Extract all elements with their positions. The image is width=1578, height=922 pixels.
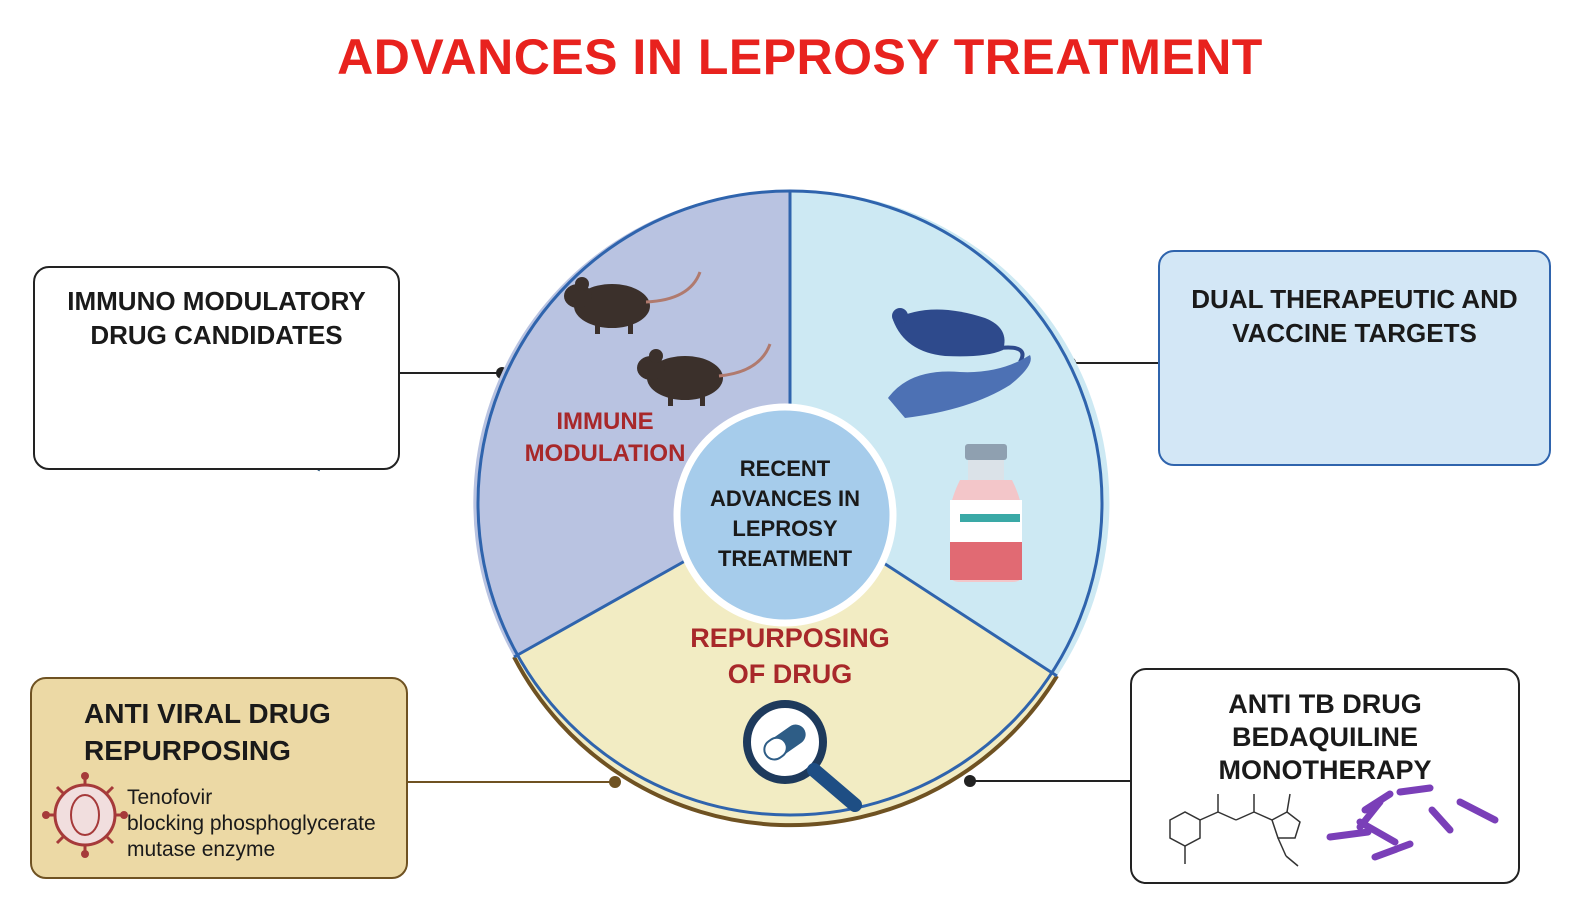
dual-targets-box: DUAL THERAPEUTIC AND VACCINE TARGETS xyxy=(1158,250,1551,466)
segment-label-drug-repurposing: REPURPOSING OF DRUG xyxy=(690,623,890,689)
chemical-structure-icon xyxy=(1169,793,1301,867)
bacilli-icon xyxy=(1326,784,1499,861)
antiviral-box-title: ANTI VIRAL DRUG REPURPOSING xyxy=(84,698,331,766)
segment-label-immune-modulation: IMMUNE MODULATION xyxy=(524,408,686,467)
dual-box-title: DUAL THERAPEUTIC AND VACCINE TARGETS xyxy=(1191,284,1518,348)
wheel xyxy=(473,189,1110,828)
virus-icon xyxy=(42,772,128,858)
immuno-modulatory-box: IMMUNO MODULATORY DRUG CANDIDATES xyxy=(33,266,400,470)
note-line: Tenofovir xyxy=(127,786,213,809)
segment-drug-repurposing xyxy=(514,502,1057,826)
pill-magnifier-icon xyxy=(743,700,862,812)
mouse-icon xyxy=(564,271,702,334)
page-title: ADVANCES IN LEPROSY TREATMENT xyxy=(337,29,1263,85)
anti-tb-box: ANTI TB DRUG BEDAQUILINE MONOTHERAPY xyxy=(1130,668,1520,884)
note-line: mutase enzyme xyxy=(127,838,276,861)
vaccine-vial-icon xyxy=(950,444,1022,582)
segment-vaccine-targets xyxy=(790,190,1110,677)
center-label: RECENT ADVANCES IN LEPROSY TREATMENT xyxy=(710,456,860,571)
antiviral-box: ANTI VIRAL DRUG REPURPOSING Tenofovir bl… xyxy=(30,677,408,879)
note-line: blocking phosphoglycerate xyxy=(127,812,376,835)
anti-tb-box-title: ANTI TB DRUG BEDAQUILINE MONOTHERAPY xyxy=(1218,689,1432,785)
antiviral-note: Tenofovir blocking phosphoglycerate muta… xyxy=(127,785,376,863)
mouse-icon xyxy=(637,343,772,406)
immuno-box-title: IMMUNO MODULATORY DRUG CANDIDATES xyxy=(67,286,366,350)
mouse-in-hand-icon xyxy=(888,308,1031,418)
center-circle xyxy=(673,403,897,627)
